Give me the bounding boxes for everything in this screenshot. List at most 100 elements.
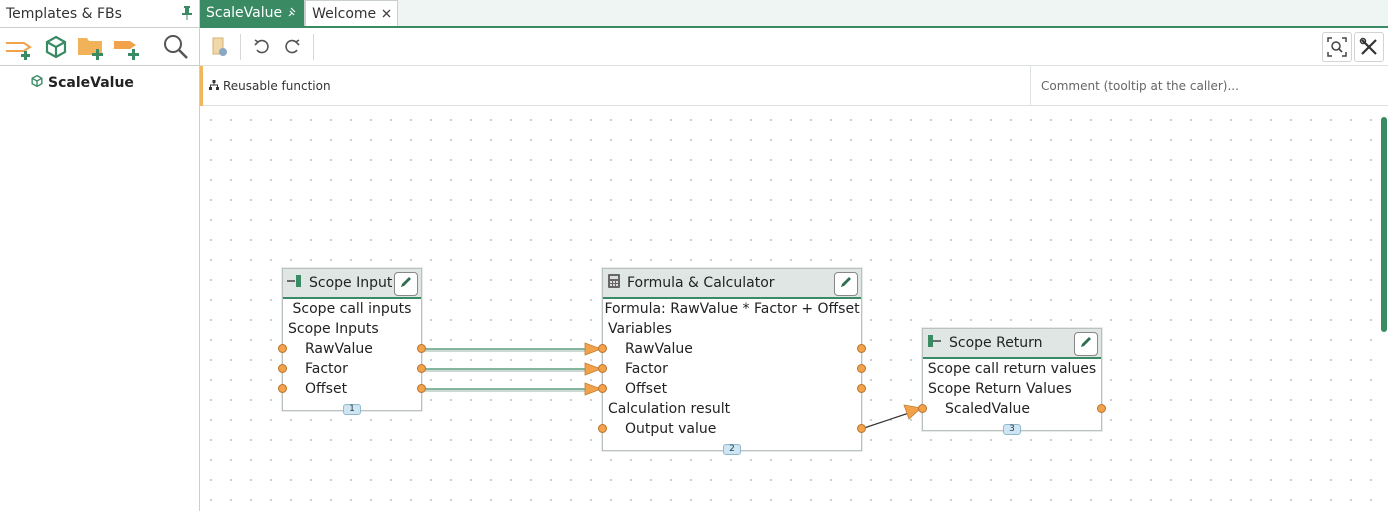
port-factor[interactable]: Factor — [598, 359, 866, 379]
editor-toolbar — [200, 28, 1388, 66]
output-port[interactable] — [417, 364, 426, 373]
hierarchy-icon — [209, 79, 219, 93]
redo-icon[interactable] — [277, 32, 307, 62]
edit-button[interactable] — [394, 272, 418, 296]
pencil-icon — [1079, 335, 1093, 353]
node-subtitle: Scope call return values — [927, 361, 1097, 377]
port-factor[interactable]: Factor — [278, 359, 426, 379]
wire-factor[interactable] — [421, 362, 603, 376]
output-port[interactable] — [417, 344, 426, 353]
toolbar-separator — [313, 33, 314, 60]
templates-panel: Templates & FBs ScaleValue — [0, 0, 200, 511]
templates-panel-title: Templates & FBs — [6, 5, 122, 22]
cube-icon — [30, 74, 44, 92]
port-label: Factor — [625, 361, 668, 377]
node-badge: 2 — [723, 444, 741, 455]
tab-welcome[interactable]: Welcome — [305, 0, 399, 26]
templates-toolbar — [0, 28, 199, 66]
port-label: Offset — [305, 381, 348, 397]
function-info-row: Reusable function Comment (tooltip at th… — [200, 65, 1388, 106]
input-port[interactable] — [598, 364, 607, 373]
tree-item-label: ScaleValue — [48, 75, 134, 91]
scope-input-icon — [287, 274, 303, 292]
close-icon[interactable] — [382, 6, 391, 22]
pencil-icon — [839, 275, 853, 293]
node-header: Formula & Calculator — [603, 269, 861, 299]
flow-canvas[interactable]: Scope Input Scope call inputs Scope Inpu… — [200, 107, 1388, 511]
tools-icon[interactable] — [1354, 32, 1384, 62]
input-port[interactable] — [598, 384, 607, 393]
port-offset[interactable]: Offset — [598, 379, 866, 399]
vertical-scrollbar[interactable] — [1380, 107, 1388, 511]
node-badge: 1 — [343, 404, 361, 415]
zoom-fit-icon[interactable] — [1322, 32, 1352, 62]
pin-icon[interactable] — [288, 5, 298, 21]
tab-bar: ScaleValue Welcome — [200, 0, 1388, 28]
port-label: Output value — [625, 421, 717, 437]
output-port[interactable] — [857, 364, 866, 373]
wire-rawvalue[interactable] — [421, 342, 603, 356]
node-section: Variables — [608, 321, 672, 337]
formula-calculator-node[interactable]: Formula & Calculator Formula: RawValue *… — [598, 268, 866, 455]
output-port[interactable] — [857, 384, 866, 393]
tree-item-scalevalue[interactable]: ScaleValue — [0, 74, 199, 92]
pin-icon[interactable] — [181, 6, 193, 24]
port-output-value[interactable]: Output value — [598, 419, 866, 439]
pencil-icon — [399, 275, 413, 293]
node-section: Scope Inputs — [288, 321, 379, 337]
input-port[interactable] — [918, 404, 927, 413]
node-title: Scope Input — [309, 275, 393, 291]
comment-field[interactable]: Comment (tooltip at the caller)... — [1030, 65, 1388, 106]
settings-icon[interactable] — [204, 32, 234, 62]
input-port[interactable] — [598, 424, 607, 433]
add-output-icon[interactable] — [112, 32, 144, 62]
input-port[interactable] — [598, 344, 607, 353]
search-icon[interactable] — [160, 32, 192, 62]
port-scaledvalue[interactable]: ScaledValue — [918, 399, 1106, 419]
node-subtitle: Scope call inputs — [292, 301, 412, 317]
wire-offset[interactable] — [421, 382, 603, 396]
output-port[interactable] — [857, 344, 866, 353]
tab-scalevalue[interactable]: ScaleValue — [200, 0, 306, 26]
node-title: Formula & Calculator — [627, 275, 775, 291]
node-section: Calculation result — [608, 401, 731, 417]
output-port[interactable] — [417, 384, 426, 393]
function-type: Reusable function — [200, 65, 1030, 106]
input-port[interactable] — [278, 384, 287, 393]
node-title: Scope Return — [949, 335, 1043, 351]
input-port[interactable] — [278, 344, 287, 353]
node-header: Scope Input — [283, 269, 421, 299]
add-folder-icon[interactable] — [76, 32, 108, 62]
output-port[interactable] — [1097, 404, 1106, 413]
edit-button[interactable] — [1074, 332, 1098, 356]
port-rawvalue[interactable]: RawValue — [598, 339, 866, 359]
formula-expression: Formula: RawValue * Factor + Offset — [604, 301, 860, 317]
tab-label: ScaleValue — [206, 5, 283, 21]
add-input-icon[interactable] — [4, 32, 36, 62]
output-port[interactable] — [857, 424, 866, 433]
tab-label: Welcome — [312, 5, 377, 22]
port-rawvalue[interactable]: RawValue — [278, 339, 426, 359]
input-port[interactable] — [278, 364, 287, 373]
node-badge: 3 — [1003, 424, 1021, 435]
port-label: Offset — [625, 381, 668, 397]
node-section: Scope Return Values — [928, 381, 1072, 397]
templates-panel-header: Templates & FBs — [0, 0, 199, 28]
scope-input-node[interactable]: Scope Input Scope call inputs Scope Inpu… — [278, 268, 426, 415]
templates-tree: ScaleValue — [0, 66, 199, 92]
cube-icon[interactable] — [40, 32, 72, 62]
function-type-label: Reusable function — [223, 78, 331, 93]
scrollbar-thumb[interactable] — [1381, 117, 1387, 332]
scope-return-icon — [927, 334, 943, 352]
scope-return-node[interactable]: Scope Return Scope call return values Sc… — [918, 328, 1106, 435]
panel-edge — [0, 246, 2, 286]
undo-icon[interactable] — [247, 32, 277, 62]
node-header: Scope Return — [923, 329, 1101, 359]
toolbar-separator — [240, 33, 241, 60]
edit-button[interactable] — [834, 272, 858, 296]
port-label: RawValue — [305, 341, 373, 357]
calculator-icon — [607, 273, 621, 293]
wire-output[interactable] — [860, 404, 922, 430]
port-offset[interactable]: Offset — [278, 379, 426, 399]
port-label: Factor — [305, 361, 348, 377]
